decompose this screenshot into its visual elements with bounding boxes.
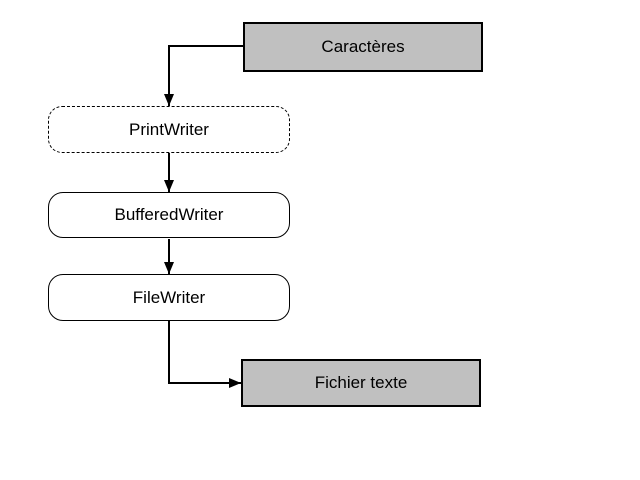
node-filewriter-label: FileWriter [132, 287, 206, 307]
node-caracteres-label: Caractères [321, 37, 405, 56]
edge-caracteres-to-printwriter-arrow [164, 45, 243, 106]
node-printwriter: PrintWriter [48, 106, 290, 153]
node-fichier-texte-label: Fichier texte [314, 373, 408, 392]
node-fichier-texte: Fichier texte [241, 359, 481, 407]
node-bufferedwriter: BufferedWriter [48, 192, 290, 238]
edge-filewriter-to-fichier-texte-arrow [168, 321, 241, 388]
node-filewriter: FileWriter [48, 274, 290, 321]
node-bufferedwriter-label: BufferedWriter [114, 205, 224, 224]
node-printwriter-label: PrintWriter [129, 119, 209, 139]
node-caracteres: Caractères [243, 22, 483, 72]
